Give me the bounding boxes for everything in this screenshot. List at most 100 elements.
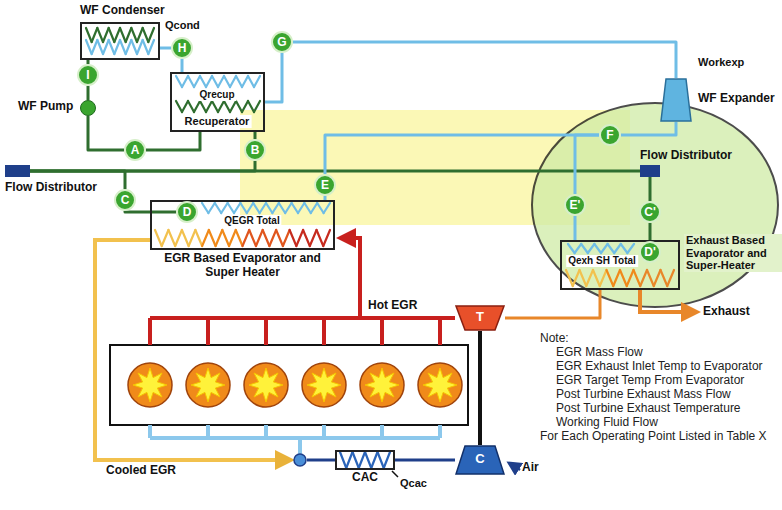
heat-exchanger-coils [323, 230, 330, 246]
flow-connector [649, 177, 652, 201]
heat-exchanger-coils [608, 244, 615, 253]
engine-cylinders [191, 368, 225, 402]
heat-exchanger-coils [253, 203, 259, 213]
state-point-circle: B [244, 139, 266, 161]
heat-exchanger-coils [230, 101, 236, 112]
heat-exchanger-coils [200, 101, 206, 112]
component-label: Flow Distributor [5, 181, 97, 195]
heat-exchanger-coils [212, 76, 218, 87]
note-text: EGR Mass Flow [556, 346, 643, 360]
heat-exchanger-coils [182, 230, 189, 246]
heat-duty-label: Qrecup [197, 89, 236, 101]
heat-exchanger-coils [86, 40, 92, 54]
heat-exchanger-coils [378, 452, 384, 468]
state-point-letter: I [79, 66, 97, 84]
state-point-letter: B [246, 141, 264, 159]
heat-exchanger-coils [248, 76, 254, 87]
heat-exchanger-coils [236, 76, 242, 87]
flow-label: Qcac [400, 477, 427, 490]
heat-exchanger-coils [224, 101, 230, 112]
heat-exchanger-coils [249, 230, 256, 246]
note-text: EGR Target Temp From Evaporator [556, 374, 744, 388]
heat-duty-label: Qexh SH Total [566, 255, 638, 267]
exhaust-runners [150, 318, 440, 345]
heat-exchanger-coils [182, 101, 188, 112]
flow-distributor: Flow Distributor [640, 165, 660, 177]
compressor-symbol: C [455, 445, 505, 475]
component-label: Flow Distributor [640, 149, 732, 163]
flow-connector [88, 116, 124, 150]
heat-exchanger-coils [218, 101, 224, 112]
flow-connector [160, 47, 171, 50]
heat-exchanger-coils [384, 452, 390, 468]
compressor-symbol-shape [456, 446, 504, 474]
heat-exchanger-coils [661, 270, 668, 286]
engine-cylinders [360, 363, 404, 407]
heat-exchanger-coils [131, 40, 137, 54]
heat-exchanger-coils [236, 101, 242, 112]
expander-symbol: WF Expander [660, 78, 692, 122]
engine-cylinders [133, 368, 167, 402]
intake-runners [380, 425, 384, 438]
state-point-circle: F [599, 124, 621, 146]
heat-exchanger-coils [194, 76, 200, 87]
heat-exchanger-coils [365, 452, 371, 468]
heat-exchanger-coils [566, 270, 573, 286]
state-point-letter: H [173, 39, 191, 57]
state-point-circle: G [271, 31, 293, 53]
heat-exchanger-coils [627, 270, 634, 286]
engine-cylinders [128, 363, 172, 407]
heat-exchanger-coils [371, 452, 377, 468]
heat-exchanger-coils [266, 203, 272, 213]
expander-symbol-outline [660, 78, 692, 122]
state-point-letter: C' [641, 203, 659, 221]
note-text: Working Fluid Flow [556, 416, 658, 430]
state-point-letter: E [316, 176, 334, 194]
component-label: WF Condenser [80, 4, 165, 18]
mixer-junction [294, 454, 306, 466]
qcac-leader [392, 471, 398, 477]
state-point-circle: D' [639, 241, 661, 263]
exhaust-runners [322, 318, 326, 345]
flow-label: Qcond [165, 19, 200, 32]
intake-runners [150, 425, 440, 438]
heat-exchanger-coils [234, 203, 240, 213]
recuperator-box: QrecupRecuperator [170, 72, 265, 132]
heat-exchanger-coils [303, 230, 310, 246]
heat-exchanger-coils [189, 230, 196, 246]
engine-cylinders [423, 368, 457, 402]
heat-exchanger-coils [176, 76, 182, 87]
state-point-circle: H [171, 37, 193, 59]
heat-exchanger-coils [588, 244, 595, 253]
heat-exchanger-coils [162, 230, 169, 246]
heat-exchanger-coils [581, 244, 588, 253]
heat-exchanger-coils [279, 203, 285, 213]
component-label: T [455, 310, 505, 325]
heat-exchanger-coils [634, 270, 641, 286]
heat-exchanger-coils [340, 452, 346, 468]
heat-exchanger-coils [292, 203, 298, 213]
heat-exchanger-coils [143, 40, 149, 54]
heat-exchanger-coils [212, 101, 218, 112]
flow-connector [30, 170, 640, 173]
heat-exchanger-coils [202, 203, 208, 213]
component-label: Recuperator [183, 115, 252, 128]
state-point-letter: D [178, 203, 196, 221]
heat-exchanger-coils [317, 230, 324, 246]
state-point-circle: E' [564, 194, 586, 216]
engine-block [110, 345, 468, 425]
exhaust-evaporator-box: D'Qexh SH TotalExhaust Based Evaporator … [560, 240, 680, 290]
heat-exchanger-coils [283, 230, 290, 246]
flow-connector [505, 290, 600, 318]
heat-exchanger-coils [317, 203, 323, 213]
component-label: WF Expander [696, 92, 777, 106]
exhaust-runners [148, 318, 152, 345]
state-point-letter: E' [566, 196, 584, 214]
intake-runners [322, 425, 326, 438]
flow-connector [649, 223, 652, 241]
heat-exchanger-coils [243, 230, 250, 246]
flow-connector [574, 216, 577, 240]
heat-exchanger-coils [236, 230, 243, 246]
